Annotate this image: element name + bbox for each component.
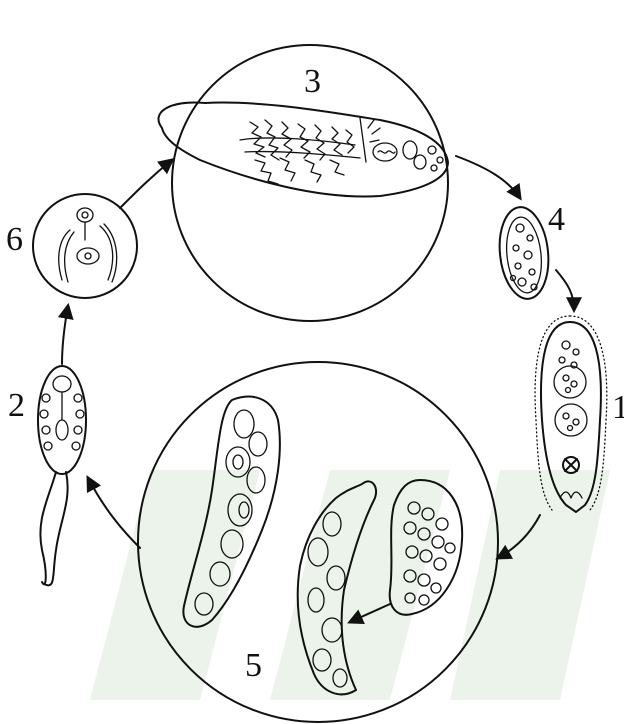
stage-metacercaria: 6 bbox=[6, 194, 137, 298]
label-1: 1 bbox=[612, 389, 624, 426]
arrow-2-to-6 bbox=[62, 306, 68, 364]
egg-cells bbox=[511, 224, 538, 290]
arrow-5-to-2 bbox=[88, 478, 140, 548]
stage-cercaria: 2 bbox=[8, 366, 86, 585]
label-2: 2 bbox=[8, 387, 25, 424]
stage-adult-fluke: 3 bbox=[159, 45, 448, 321]
adult-internal-organs bbox=[240, 118, 443, 184]
arrow-3-to-4 bbox=[456, 156, 520, 198]
stage-egg: 4 bbox=[495, 201, 565, 301]
cercaria-internal bbox=[40, 376, 84, 450]
label-3: 3 bbox=[304, 63, 321, 100]
background-watermark bbox=[90, 470, 610, 700]
metacercaria-gut-left bbox=[59, 230, 74, 282]
label-6: 6 bbox=[6, 221, 23, 258]
arrow-6-to-3 bbox=[120, 160, 172, 208]
label-4: 4 bbox=[548, 201, 565, 238]
label-5: 5 bbox=[245, 647, 262, 684]
cercaria-tail bbox=[40, 472, 67, 585]
metacercaria-circle bbox=[33, 194, 137, 298]
metacercaria-gut-right bbox=[100, 224, 117, 282]
arrow-4-to-1 bbox=[556, 270, 574, 310]
adult-fluke-body bbox=[159, 103, 448, 197]
